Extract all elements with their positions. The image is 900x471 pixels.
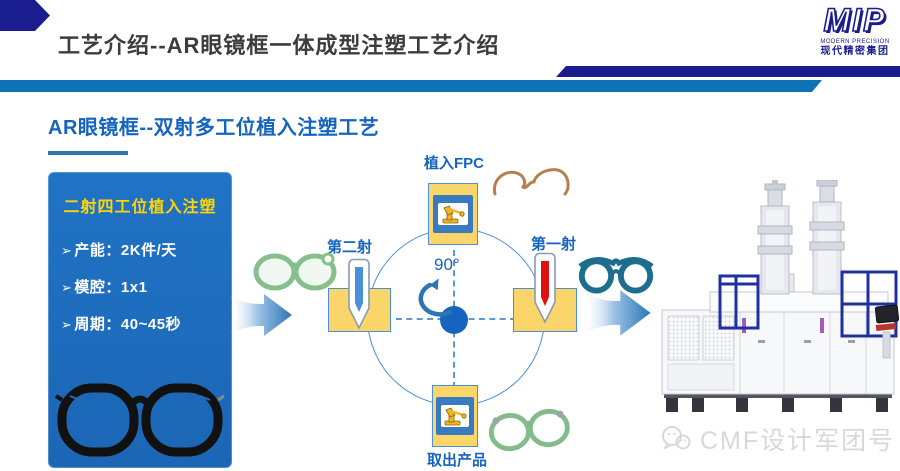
rotate-ccw-arrow-icon — [418, 278, 453, 317]
robot-panel — [433, 195, 473, 233]
page-title: 工艺介绍--AR眼镜框一体成型注塑工艺介绍 — [58, 33, 500, 58]
station-box-insert-fpc — [428, 183, 478, 245]
wechat-icon — [662, 426, 691, 450]
robot-arm-icon — [443, 406, 468, 426]
rotation-angle-label: 90° — [434, 255, 460, 274]
info-panel-title: 二射四工位植入注塑 — [63, 199, 217, 216]
section-subtitle: AR眼镜框--双射多工位植入注塑工艺 — [48, 117, 380, 139]
info-panel: 二射四工位植入注塑 ➢ 产能：2K件/天 ➢ 模腔：1x1 ➢ 周期：40~45… — [48, 172, 232, 468]
watermark-text: CMF设计军团号 — [700, 427, 896, 455]
company-logo: MIP MODERN PRECISION 现代精密集团 — [812, 2, 898, 58]
header-arrow-shape — [0, 0, 50, 31]
rotary-center-dot — [440, 306, 468, 334]
bullet-marker-icon: ➢ — [61, 243, 73, 258]
header-divider-navy — [556, 66, 900, 77]
logo-acronym: MIP — [823, 2, 887, 38]
logo-subtitle-en: MODERN PRECISION — [820, 39, 890, 45]
flow-arrow-left — [230, 294, 292, 336]
bullet-cavity: ➢ 模腔：1x1 — [61, 278, 232, 297]
bullet-capacity: ➢ 产能：2K件/天 — [61, 241, 232, 260]
teal-glasses-first-shot-image — [578, 257, 654, 294]
black-glasses-image — [54, 383, 225, 457]
bullet-cavity-text: 模腔：1x1 — [74, 279, 148, 296]
robot-arm-icon — [441, 204, 466, 224]
green-glasses-product-image — [488, 408, 570, 452]
bullet-marker-icon: ➢ — [61, 280, 73, 295]
station-label-insert-fpc: 植入FPC — [424, 155, 485, 172]
station-box-unload — [432, 385, 478, 447]
bullet-marker-icon: ➢ — [61, 317, 73, 332]
station-label-second-shot: 第二射 — [327, 239, 373, 256]
green-glasses-second-shot-image — [253, 252, 337, 291]
first-shot-nozzle-icon — [534, 252, 556, 324]
info-panel-bullets: ➢ 产能：2K件/天 ➢ 模腔：1x1 ➢ 周期：40~45秒 — [61, 241, 232, 334]
header-divider-blue — [0, 80, 822, 92]
robot-screen — [438, 203, 468, 225]
second-shot-nozzle-icon — [348, 258, 370, 330]
flow-arrow-right — [583, 290, 651, 336]
watermark: CMF设计军团号 — [660, 421, 895, 457]
logo-subtitle-cn: 现代精密集团 — [820, 46, 890, 57]
bullet-cycle-text: 周期：40~45秒 — [74, 316, 182, 333]
station-label-first-shot: 第一射 — [531, 236, 577, 253]
robot-screen — [441, 405, 469, 427]
copper-wire-frame-image — [492, 168, 570, 196]
bullet-capacity-text: 产能：2K件/天 — [74, 242, 177, 259]
bullet-cycle: ➢ 周期：40~45秒 — [61, 315, 232, 334]
injection-machine-illustration — [661, 180, 900, 412]
station-label-unload: 取出产品 — [427, 452, 488, 469]
subtitle-underline — [48, 151, 128, 155]
robot-panel — [436, 397, 474, 435]
